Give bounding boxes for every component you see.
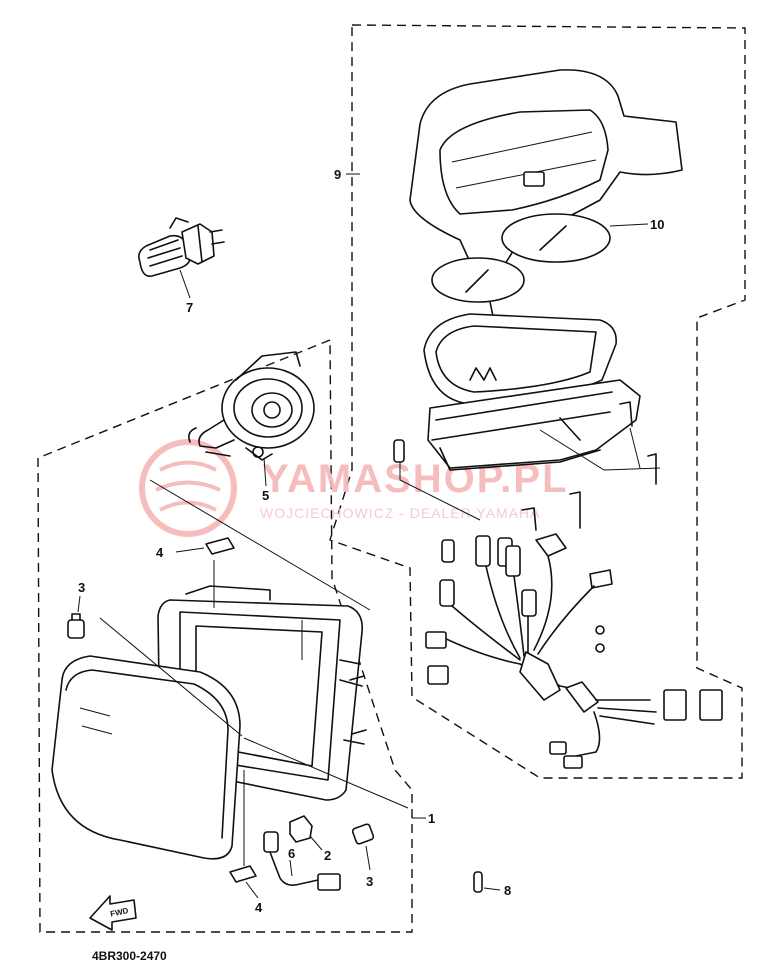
- clip-lower: [229, 865, 257, 883]
- socket-cord: [263, 831, 341, 891]
- meter-bulb-small: [473, 871, 483, 893]
- position-bulb-right: [351, 823, 375, 845]
- meter-harness: [425, 533, 723, 769]
- meter-cover: [409, 69, 683, 276]
- leader-5: [263, 457, 267, 487]
- bulb-socket: [188, 351, 315, 461]
- callout-10: 10: [650, 217, 664, 232]
- headlight-assembly-boundary: [37, 338, 413, 933]
- callout-1: 1: [428, 811, 435, 826]
- meter-screws: [393, 401, 657, 653]
- forward-label: FWD: [109, 906, 129, 919]
- watermark-subtitle: WOJCIECHOWICZ - DEALER YAMAHA: [260, 505, 541, 521]
- meter-guide-lines: [399, 427, 661, 521]
- meter-assembly-boundary: [329, 24, 746, 779]
- leader-2: [309, 835, 323, 851]
- callout-2: 2: [324, 848, 331, 863]
- part-code: 4BR300-2470: [92, 949, 167, 963]
- forward-arrow-icon: FWD: [89, 895, 137, 931]
- callout-3a: 3: [78, 580, 85, 595]
- callout-3b: 3: [366, 874, 373, 889]
- callout-4a: 4: [156, 545, 164, 560]
- callout-9: 9: [334, 167, 341, 182]
- callout-5: 5: [262, 488, 269, 503]
- leader-3b: [365, 845, 371, 871]
- leader-10: [609, 223, 649, 227]
- callout-4c: 4: [255, 900, 263, 915]
- meter-case: [423, 313, 641, 471]
- callout-6: 6: [288, 846, 295, 861]
- leader-6: [289, 859, 293, 877]
- watermark: YAMASHOP.PL WOJCIECHOWICZ - DEALER YAMAH…: [139, 439, 569, 537]
- callout-7: 7: [186, 300, 193, 315]
- leader-4c: [245, 881, 259, 899]
- clip-upper: [205, 537, 235, 555]
- leader-3a: [77, 595, 81, 613]
- watermark-logo-icon: [139, 439, 237, 537]
- leader-7: [179, 269, 191, 299]
- assembly-guide-lines: [99, 479, 409, 866]
- grommet: [289, 815, 313, 843]
- leader-4a: [175, 547, 205, 553]
- headlight-bulb: [138, 217, 225, 278]
- leader-8: [483, 887, 501, 891]
- callout-8: 8: [504, 883, 511, 898]
- watermark-title: YAMASHOP.PL: [262, 457, 569, 501]
- meter-faces: [431, 213, 611, 349]
- position-bulb-left: [67, 613, 85, 639]
- headlight-lens: [51, 655, 241, 860]
